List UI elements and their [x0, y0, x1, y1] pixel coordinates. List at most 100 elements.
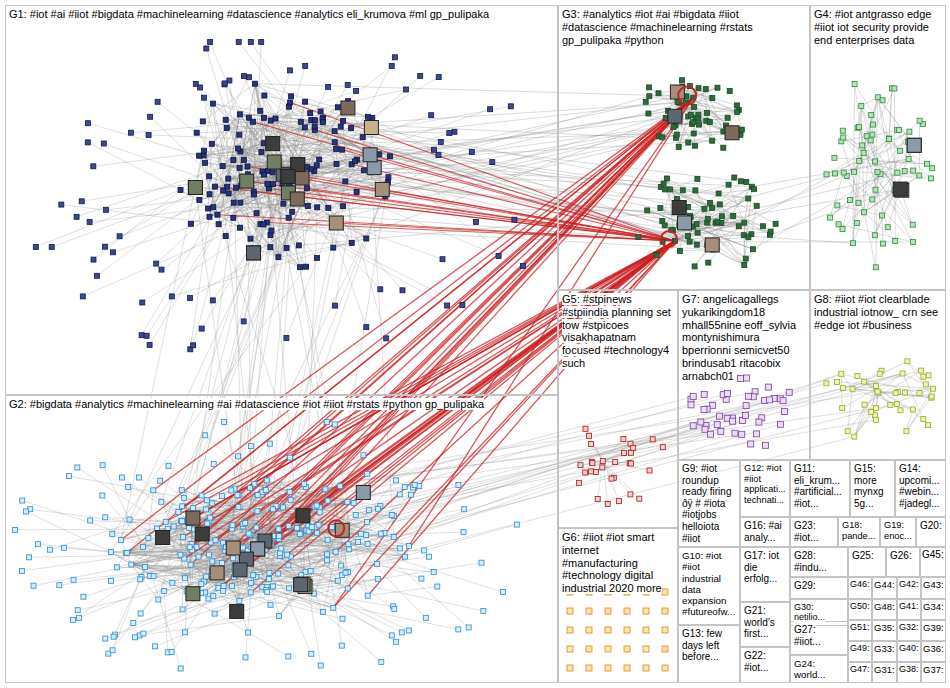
vertex-marker	[210, 559, 215, 564]
vertex-marker	[201, 95, 206, 100]
vertex-marker	[461, 530, 466, 535]
vertex-link	[707, 132, 909, 245]
vertex-marker	[262, 172, 267, 177]
vertex-marker	[154, 261, 159, 266]
vertex-marker	[254, 211, 259, 216]
vertex-marker	[452, 129, 457, 134]
vertex-marker	[339, 643, 344, 648]
vertex-marker	[179, 518, 184, 523]
vertex-marker	[234, 185, 239, 190]
vertex-marker	[241, 545, 246, 550]
vertex-marker	[179, 488, 184, 493]
vertex-marker	[131, 621, 136, 626]
vertex-marker	[231, 200, 236, 205]
vertex-marker	[438, 139, 443, 144]
vertex-marker	[315, 530, 320, 535]
vertex-marker	[338, 563, 343, 568]
vertex-marker	[345, 82, 350, 87]
vertex-marker	[223, 117, 228, 122]
vertex-link	[847, 139, 889, 177]
vertex-link	[266, 590, 458, 629]
vertex-marker	[386, 175, 391, 180]
vertex-link	[190, 217, 209, 349]
vertex-marker	[353, 159, 358, 164]
vertex-link	[264, 96, 368, 117]
vertex-link	[133, 586, 273, 623]
vertex-marker	[290, 209, 295, 214]
vertex-marker	[237, 132, 242, 137]
vertex-marker	[207, 192, 212, 197]
vertex-marker	[129, 562, 134, 567]
vertex-marker	[117, 234, 122, 239]
vertex-link	[323, 119, 749, 199]
vertex-link	[183, 184, 282, 537]
vertex-marker	[335, 105, 340, 110]
vertex-marker	[223, 234, 228, 239]
vertex-link	[205, 549, 258, 593]
vertex-marker	[103, 636, 108, 641]
vertex-marker	[440, 257, 445, 262]
vertex-marker	[71, 577, 76, 582]
vertex-marker	[501, 590, 506, 595]
vertex-marker	[379, 659, 384, 664]
vertex-marker	[271, 584, 276, 589]
vertex-marker	[349, 240, 354, 245]
vertex-marker	[212, 611, 217, 616]
vertex-marker	[241, 74, 246, 79]
vertex-marker	[268, 118, 273, 123]
vertex-link	[839, 224, 913, 242]
vertex-links	[15, 42, 933, 669]
vertex-marker	[349, 126, 354, 131]
vertex-marker	[384, 336, 389, 341]
vertex-marker	[422, 548, 427, 553]
vertex-marker	[466, 625, 471, 630]
vertex-marker	[354, 89, 359, 94]
vertex-marker	[169, 650, 174, 655]
vertex-marker	[393, 55, 398, 60]
vertex-marker	[138, 577, 143, 582]
vertex-marker	[222, 82, 227, 87]
vertex-marker	[243, 655, 248, 660]
vertex-marker	[139, 333, 144, 338]
vertex-marker	[91, 164, 96, 169]
vertex-marker	[270, 170, 275, 175]
vertex-link	[260, 98, 693, 554]
vertex-link	[121, 540, 278, 574]
vertex-link	[189, 168, 240, 528]
vertex-marker	[103, 515, 108, 520]
vertex-marker	[268, 245, 273, 250]
vertex-marker	[159, 267, 164, 272]
vertex-marker	[166, 463, 171, 468]
vertex-marker	[246, 75, 251, 80]
vertex-link	[223, 103, 290, 591]
vertex-marker	[402, 484, 407, 489]
vertex-marker	[194, 130, 199, 135]
vertex-marker	[286, 215, 291, 220]
vertex-marker	[473, 219, 478, 224]
vertex-marker	[364, 236, 369, 241]
vertex-marker	[388, 154, 393, 159]
vertex-marker	[215, 212, 220, 217]
vertex-link	[704, 173, 843, 209]
vertex-marker	[221, 188, 226, 193]
vertex-marker	[359, 531, 364, 536]
vertex-marker	[365, 471, 370, 476]
vertex-link	[271, 98, 693, 546]
vertex-marker	[216, 222, 221, 227]
vertex-marker	[331, 245, 336, 250]
vertex-marker	[101, 141, 106, 146]
vertex-marker	[80, 294, 85, 299]
vertex-marker	[318, 663, 323, 668]
vertex-link	[352, 164, 675, 241]
vertex-link	[166, 241, 675, 522]
vertex-marker	[249, 444, 254, 449]
vertex-link	[847, 153, 864, 176]
vertex-marker	[67, 474, 72, 479]
vertex-link	[906, 397, 931, 432]
vertex-marker	[126, 485, 131, 490]
vertex-link	[143, 547, 181, 669]
vertex-link	[108, 495, 237, 653]
vertex-marker	[406, 628, 411, 633]
vertex-link	[744, 187, 752, 265]
vertex-marker	[75, 608, 80, 613]
